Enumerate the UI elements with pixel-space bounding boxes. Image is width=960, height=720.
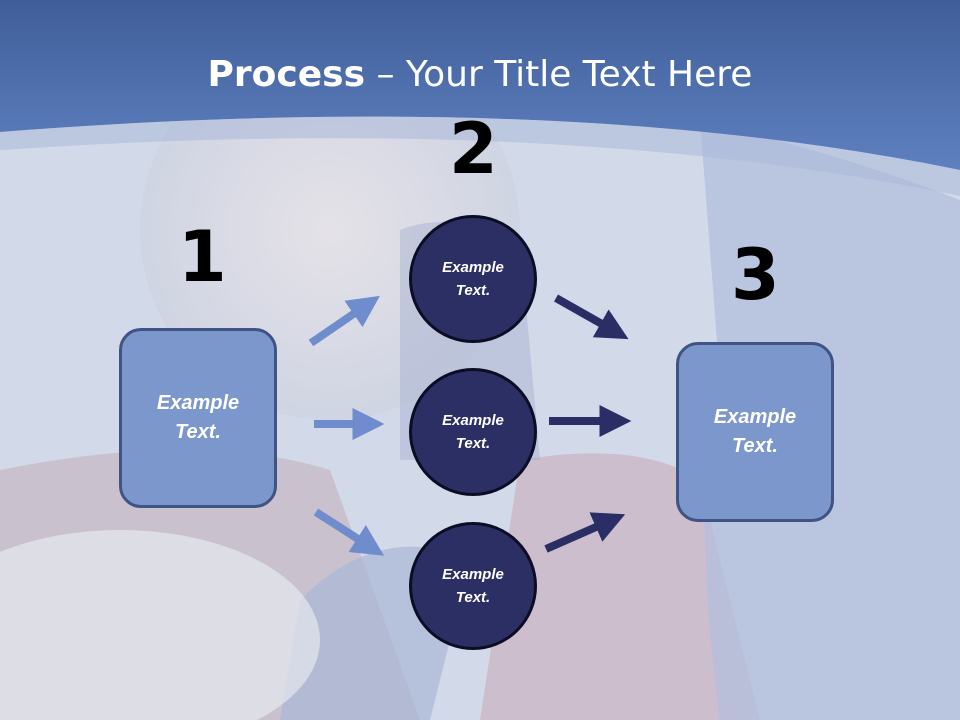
- circle-middle-line2: Text.: [455, 435, 491, 452]
- step-number-3: 3: [731, 234, 780, 316]
- step-1-box-line2: Text.: [175, 421, 221, 443]
- step-1-box: Example Text.: [119, 328, 277, 508]
- circle-bottom-line2: Text.: [455, 589, 491, 606]
- step-2-circle-bottom: Example Text.: [409, 522, 537, 650]
- step-number-1: 1: [178, 216, 227, 298]
- step-2-circle-middle: Example Text.: [409, 368, 537, 496]
- arrow-box1-to-circle-bottom: [313, 508, 385, 556]
- step-number-2: 2: [449, 108, 498, 190]
- circle-middle-line1: Example: [442, 412, 504, 429]
- title-rest: – Your Title Text Here: [365, 54, 753, 95]
- arrow-box1-to-circle-top: [308, 295, 380, 347]
- circle-top-line2: Text.: [455, 282, 491, 299]
- step-2-circle-top: Example Text.: [409, 215, 537, 343]
- arrow-circle-bottom-to-box3: [544, 512, 626, 553]
- slide-title: Process – Your Title Text Here: [0, 54, 960, 95]
- step-3-box-line2: Text.: [732, 435, 778, 457]
- circle-bottom-line1: Example: [442, 566, 504, 583]
- step-3-box: Example Text.: [676, 342, 834, 522]
- circle-top-line1: Example: [442, 259, 504, 276]
- title-bold: Process: [207, 54, 366, 95]
- step-1-box-line1: Example: [156, 392, 240, 414]
- step-3-box-line1: Example: [713, 406, 797, 428]
- arrow-circle-top-to-box3: [554, 294, 629, 340]
